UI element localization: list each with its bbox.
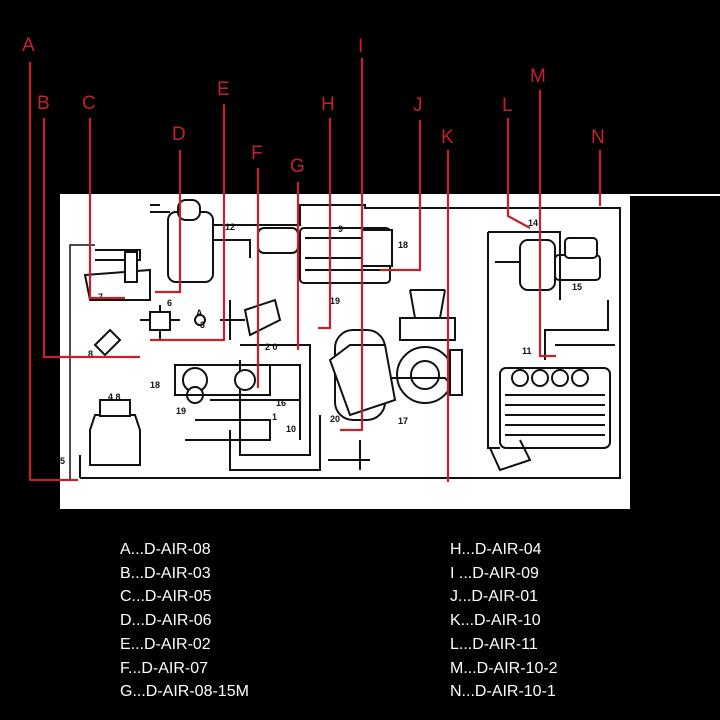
leader-m (538, 90, 556, 358)
callout-letter-n: N (591, 127, 605, 148)
part-label: 18 (150, 380, 160, 390)
legend-item: C...D-AIR-05 (120, 588, 212, 606)
part-label: A (196, 308, 203, 318)
leader-d (155, 150, 182, 294)
leader-l (506, 118, 531, 229)
part-label: 3 (200, 320, 205, 330)
callout-letter-h: H (321, 94, 335, 115)
legend-item: A...D-AIR-08 (120, 541, 211, 558)
legend-item: J...D-AIR-01 (450, 588, 539, 606)
legend-item: G...D-AIR-08-15M (120, 683, 249, 701)
legend-item: M...D-AIR-10-2 (450, 659, 558, 677)
part-label: 20 (330, 414, 340, 424)
part-label: 5 (60, 456, 65, 466)
legend-item: F...D-AIR-07 (120, 659, 209, 677)
callout-letter-a: A (22, 35, 35, 56)
part-label: 15 (572, 282, 582, 292)
leader-j (380, 120, 422, 272)
legend-left-column: A...D-AIR-08 B...D-AIR-03 C...D-AIR-05 D… (120, 538, 249, 704)
leader-b (42, 118, 140, 359)
callout-letter-e: E (217, 79, 230, 100)
legend-right-column: H...D-AIR-04 I ...D-AIR-09 J...D-AIR-01 … (450, 538, 558, 704)
part-label: 16 (276, 398, 286, 408)
callout-letter-f: F (251, 143, 263, 164)
callout-letter-k: K (441, 127, 454, 148)
legend-item: N...D-AIR-10-1 (450, 683, 556, 701)
part-label: 10 (286, 424, 296, 434)
callout-letter-d: D (172, 124, 186, 145)
leader-i (340, 58, 364, 432)
callout-letter-i: I (358, 36, 363, 57)
leader-e (150, 104, 226, 342)
callout-letter-m: M (530, 66, 546, 87)
part-label: 18 (398, 240, 408, 250)
part-label: 12 (225, 222, 235, 232)
part-label: 4 8 (108, 392, 121, 402)
part-label: 14 (528, 218, 538, 228)
legend-item: I ...D-AIR-09 (450, 564, 539, 582)
leader-c (88, 118, 125, 300)
engine-schematic (69, 199, 621, 480)
legend-item: L...D-AIR-11 (450, 635, 538, 653)
leader-h (318, 118, 332, 330)
part-label: 19 (330, 296, 340, 306)
part-label: 1 (272, 412, 277, 422)
legend-item: E...D-AIR-02 (120, 635, 211, 653)
part-label: 17 (398, 416, 408, 426)
part-label: 11 (522, 346, 532, 356)
part-label: 2 0 (265, 342, 278, 352)
part-number-labels: 12 9 18 14 15 7 6 A 3 8 5 11 4 8 2 0 19 … (60, 218, 582, 466)
callout-leader-lines (28, 58, 602, 482)
legend-item: B...D-AIR-03 (120, 564, 211, 582)
callout-letter-j: J (413, 95, 423, 116)
leader-a (28, 62, 78, 482)
part-label: 6 (167, 298, 172, 308)
callout-letter-g: G (290, 156, 305, 177)
part-label: 8 (88, 349, 93, 359)
callout-letter-b: B (37, 93, 50, 114)
drawing-panel-top-extension (560, 194, 720, 196)
part-label: 9 (338, 224, 343, 234)
legend-item: H...D-AIR-04 (450, 541, 542, 558)
legend-item: K...D-AIR-10 (450, 612, 541, 630)
callout-letter-l: L (502, 95, 513, 116)
callout-letters: A B C D E F G H I J K L M N (22, 35, 605, 177)
callout-letter-c: C (82, 93, 96, 114)
part-label: 19 (176, 406, 186, 416)
legend-item: D...D-AIR-06 (120, 612, 212, 630)
